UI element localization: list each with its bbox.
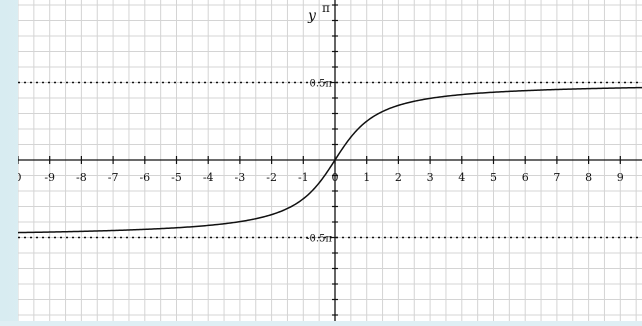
series-line-arctan: [17, 86, 642, 234]
x-tick-label: -4: [203, 171, 214, 184]
x-tick-label: 1: [363, 171, 370, 184]
x-tick-label: -6: [139, 171, 150, 184]
axes: [18, 0, 642, 321]
x-tick-label: -9: [44, 171, 55, 184]
x-tick-label: 4: [458, 171, 465, 184]
x-tick-label: -8: [76, 171, 87, 184]
x-tick-label: 7: [553, 171, 560, 184]
x-tick-label: 8: [585, 171, 592, 184]
y-axis-label: y: [307, 8, 317, 24]
tick-marks: [17, 4, 621, 316]
asymptote-lines: [18, 81, 642, 239]
x-tick-label: 6: [522, 171, 529, 184]
y-tick-label: 0.5π: [310, 79, 333, 90]
tick-labels: 0 -9 -8 -7 -6 -5 -4 -3 -2 -1 0 1 2 3 4 5 6 7 8 9 0.5π -0.5π: [15, 79, 624, 245]
x-tick-label: 2: [395, 171, 402, 184]
y-axis-top-label: π: [322, 1, 330, 15]
x-tick-label: -3: [235, 171, 246, 184]
x-tick-label: 0: [18, 171, 22, 184]
plot-area: 0 -9 -8 -7 -6 -5 -4 -3 -2 -1 0 1 2 3 4 5 6 7 8 9 0.5π -0.5π y…: [15, 0, 642, 321]
x-tick-label: -5: [171, 171, 182, 184]
x-tick-label: -1: [298, 171, 309, 184]
x-tick-label: 0: [332, 171, 339, 184]
arctan-chart: 0 -9 -8 -7 -6 -5 -4 -3 -2 -1 0 1 2 3 4 5 6 7 8 9 0.5π -0.5π y…: [15, 0, 642, 321]
x-tick-label: 3: [427, 171, 434, 184]
x-tick-label: 9: [617, 171, 624, 184]
x-tick-label: -2: [266, 171, 277, 184]
x-tick-label: -7: [108, 171, 119, 184]
x-tick-label: 5: [490, 171, 497, 184]
y-tick-label: -0.5π: [306, 234, 332, 245]
